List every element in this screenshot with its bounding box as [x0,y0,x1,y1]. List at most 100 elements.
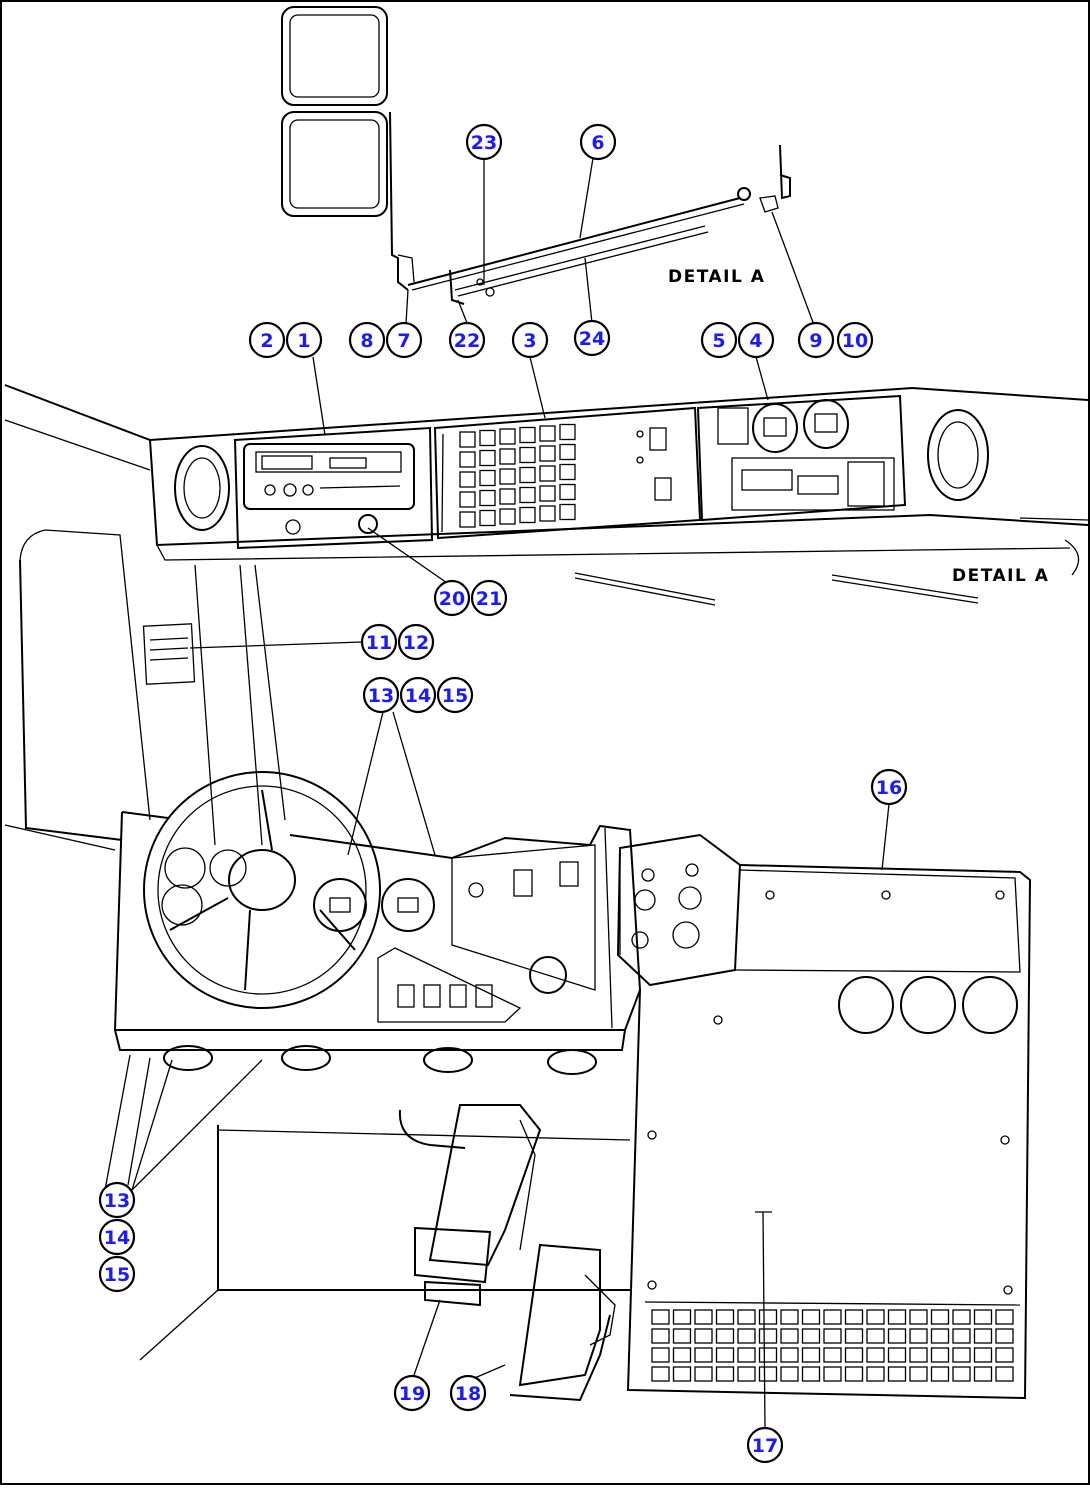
switch-grid [459,423,576,528]
grille-slot [909,1309,928,1325]
detail-a-label-top: DETAIL A [668,267,765,287]
svg-text:13: 13 [104,1190,130,1212]
callout-12[interactable]: 12 [397,623,435,661]
heater-housing [626,864,1032,1400]
grille-slot [909,1366,928,1382]
callout-7[interactable]: 7 [385,321,423,359]
switch-button [499,488,516,505]
callout-13-lower[interactable]: 13 [98,1181,136,1219]
callout-8[interactable]: 8 [348,321,386,359]
switch-button [499,428,516,445]
grille-slot [866,1347,885,1363]
callout-10[interactable]: 10 [836,321,874,359]
callout-16[interactable]: 16 [870,768,908,806]
switch-button [519,466,536,484]
svg-text:13: 13 [368,685,394,707]
svg-text:20: 20 [439,588,465,610]
callout-17[interactable]: 17 [746,1426,784,1464]
callout-1[interactable]: 1 [285,321,323,359]
grille-slot [866,1328,885,1344]
switch-button [539,425,556,442]
grille-slot [737,1347,756,1363]
grille-slot [694,1309,713,1325]
grille-slot [694,1328,713,1344]
grille-slot [780,1347,799,1363]
callout-18[interactable]: 18 [449,1374,487,1412]
grille-slot [801,1309,821,1325]
callout-9[interactable]: 9 [797,321,835,359]
switch-button [479,449,496,467]
switch-button [479,429,496,447]
grille-slot [780,1309,799,1325]
grille-slot [651,1347,670,1363]
switch-button [519,486,536,504]
callout-14-lower[interactable]: 14 [98,1218,136,1256]
switch-button [559,423,576,441]
callout-11[interactable]: 11 [360,623,398,661]
callout-3[interactable]: 3 [511,321,549,359]
grille-slot [737,1328,756,1344]
grille-slot [801,1366,821,1382]
svg-text:15: 15 [442,685,468,707]
sun-visor-rod [407,144,791,305]
grille-slot [780,1328,799,1344]
grille-slot [844,1366,864,1382]
grille-slot [995,1366,1014,1382]
callout-24[interactable]: 24 [573,319,611,357]
callout-22[interactable]: 22 [448,321,486,359]
callout-19[interactable]: 19 [393,1374,431,1412]
grille-slot [952,1347,971,1363]
grille-slot [952,1366,971,1382]
switch-button [559,503,576,521]
grille-slot [715,1347,735,1363]
callout-2[interactable]: 2 [248,321,286,359]
switch-button [479,469,496,487]
callout-4[interactable]: 4 [737,321,775,359]
svg-text:2: 2 [260,330,273,352]
side-control-box [616,833,742,987]
grille-slot [758,1328,778,1344]
svg-text:6: 6 [591,132,604,154]
callout-20[interactable]: 20 [433,579,471,617]
callout-15-lower[interactable]: 15 [98,1255,136,1293]
callout-6[interactable]: 6 [579,123,617,161]
grille-slot [780,1366,799,1382]
grille-slot [801,1347,821,1363]
svg-text:12: 12 [403,632,429,654]
callout-13[interactable]: 13 [362,676,400,714]
grille-slot [887,1347,907,1363]
switch-button [559,483,576,501]
switch-button [539,465,556,482]
switch-button [459,491,476,508]
grille-slot [930,1309,950,1325]
svg-text:15: 15 [104,1264,130,1286]
grille-slot [887,1366,907,1382]
callout-5[interactable]: 5 [700,321,738,359]
grille-slot [995,1309,1014,1325]
grille-slot [651,1328,670,1344]
grille-slot [952,1309,971,1325]
callout-15[interactable]: 15 [436,676,474,714]
svg-text:4: 4 [749,330,762,352]
grille-slot [758,1309,778,1325]
grille-slot [651,1309,670,1325]
overhead-console [4,384,1089,561]
switch-button [479,509,496,527]
switch-button [499,468,516,485]
callout-21[interactable]: 21 [470,579,508,617]
grille-slot [887,1328,907,1344]
wiper-blades [574,539,1080,606]
svg-text:1: 1 [297,330,310,352]
callout-14[interactable]: 14 [399,676,437,714]
switch-button [479,489,496,507]
grille-slot [823,1328,842,1344]
leader-lines [131,157,890,1429]
grille-slot [694,1347,713,1363]
svg-text:23: 23 [471,132,497,154]
switch-button [539,485,556,502]
callout-23[interactable]: 23 [465,123,503,161]
grille-slot [737,1366,756,1382]
